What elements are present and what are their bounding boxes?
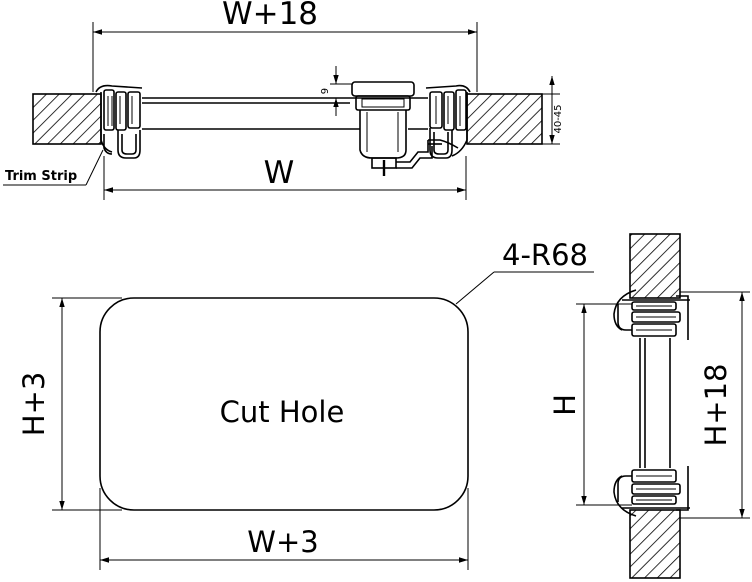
hole-height-dimension: H+3: [17, 297, 122, 511]
right-wall: [466, 93, 543, 145]
lock-mechanism: [351, 81, 433, 176]
trim-strip-callout: Trim Strip: [3, 149, 104, 186]
cut-hole-outline: [99, 297, 469, 511]
hole-width-label: W+3: [247, 525, 318, 559]
gap-height-dimension: 9: [320, 66, 352, 116]
right-frame-profile: [425, 84, 471, 159]
left-wall: [32, 93, 102, 145]
side-bottom-profile: [613, 466, 690, 517]
corner-radius-label: 4-R68: [502, 238, 588, 272]
panel-thickness-dimension: 40-45: [542, 76, 564, 145]
corner-radius-callout: 4-R68: [455, 238, 594, 305]
left-frame-profile: [95, 84, 143, 159]
panel-thickness-label: 40-45: [553, 104, 564, 133]
top-width-label: W+18: [222, 0, 318, 32]
width-label: W: [264, 155, 295, 191]
cut-hole-view: Cut Hole 4-R68 H+3 W+3: [17, 238, 594, 570]
outer-height-dimension: H+18: [680, 291, 750, 519]
side-section-view: H H+18: [548, 233, 750, 579]
inner-height-label: H: [548, 394, 582, 416]
outer-height-label: H+18: [699, 363, 733, 446]
side-bottom-wall: [629, 509, 681, 579]
width-dimension: W: [103, 155, 467, 200]
inner-height-dimension: H: [548, 303, 632, 506]
panel-glass: [142, 97, 428, 130]
hole-height-label: H+3: [17, 372, 51, 437]
trim-strip-label: Trim Strip: [5, 169, 77, 184]
gap-height-label: 9: [320, 88, 331, 94]
hole-width-dimension: W+3: [99, 488, 469, 570]
cut-hole-label: Cut Hole: [220, 395, 345, 429]
side-top-wall: [629, 233, 681, 299]
top-section-view: W+18: [3, 0, 564, 200]
top-width-dimension: W+18: [92, 0, 478, 92]
side-top-profile: [613, 289, 690, 340]
